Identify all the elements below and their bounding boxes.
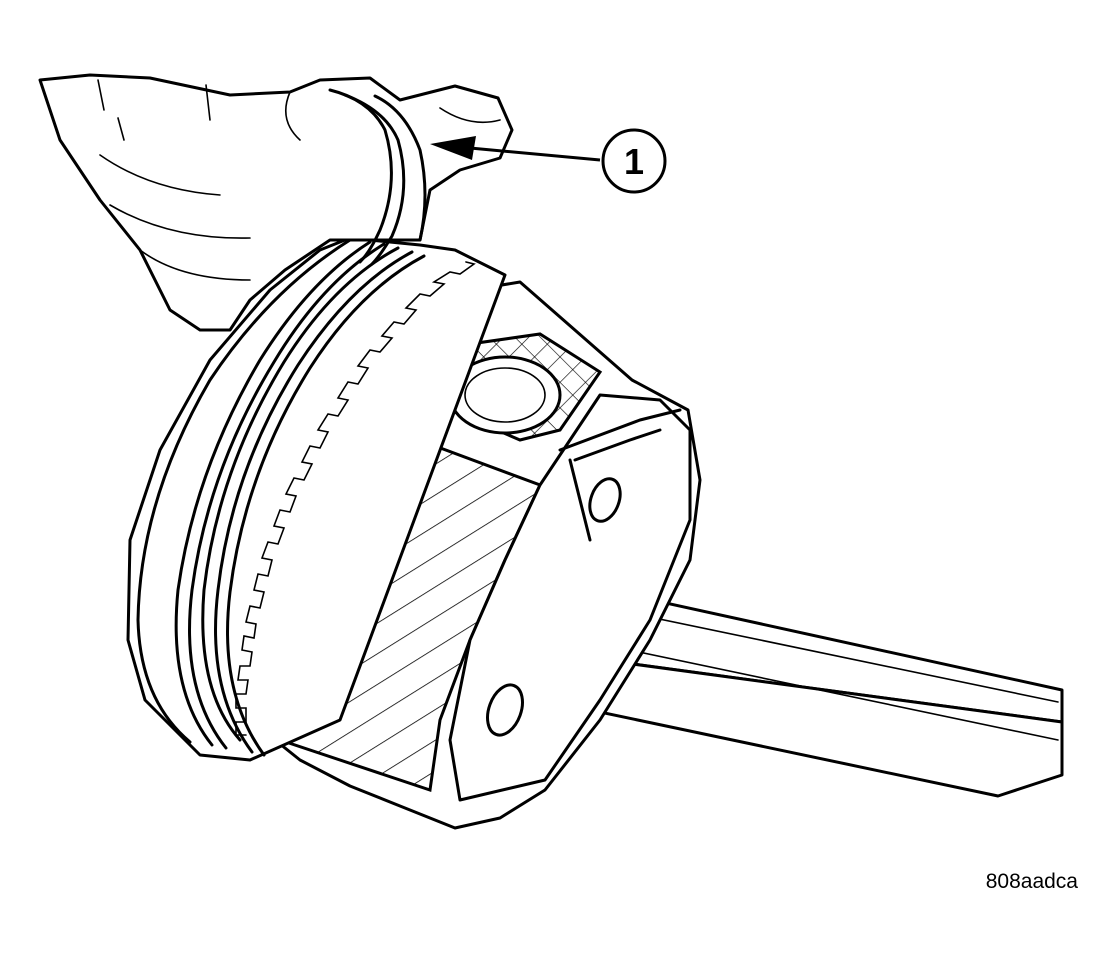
callout-leader-line bbox=[469, 146, 601, 162]
boss-hole-lower bbox=[486, 683, 524, 737]
hand bbox=[38, 73, 514, 332]
boss-hole-upper bbox=[588, 477, 622, 523]
oil-control-ring bbox=[201, 246, 476, 742]
compression-ring bbox=[328, 88, 427, 266]
callout-arrowhead bbox=[430, 136, 476, 160]
callout-number: 1 bbox=[624, 141, 644, 182]
piston-crown bbox=[126, 236, 507, 762]
callout-1: 1 bbox=[430, 128, 667, 194]
figure-code: 808aadca bbox=[985, 870, 1078, 893]
callout-circle bbox=[601, 128, 667, 194]
